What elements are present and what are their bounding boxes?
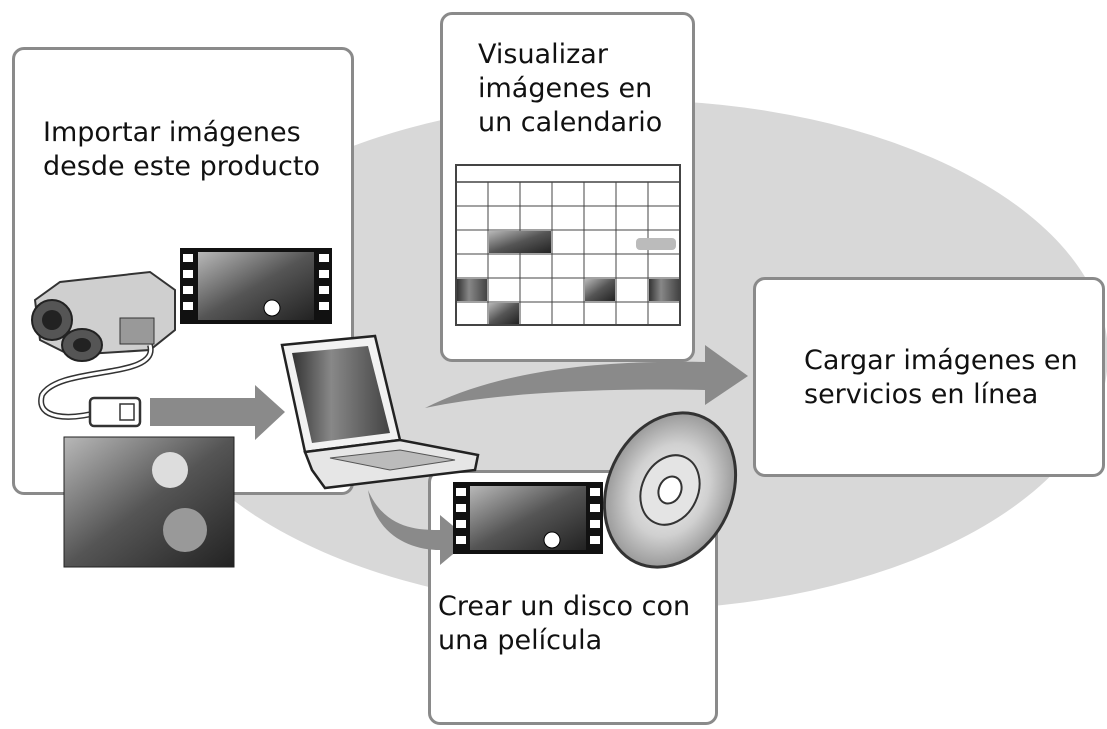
calendar-label: Visualizar imágenes en un calendario [478,39,663,138]
calendar-grid-icon [455,164,681,326]
usb-cable-icon [38,344,154,428]
disc-film-strip-icon [453,482,603,554]
import-label: Importar imágenes desde este producto [43,117,320,182]
upload-label: Cargar imágenes en servicios en línea [804,345,1078,410]
disc-icon [602,411,738,569]
arrow-to-upload-icon [425,345,748,408]
arrow-to-laptop-icon [150,385,285,440]
photo-icon [63,436,235,568]
upload-box [753,277,1105,477]
film-strip-icon [180,248,332,324]
arrow-to-disc-icon [368,490,470,565]
laptop-icon [280,334,480,490]
binocular-camera-icon [31,270,176,362]
disc-label: Crear un disco con una película [438,591,691,656]
